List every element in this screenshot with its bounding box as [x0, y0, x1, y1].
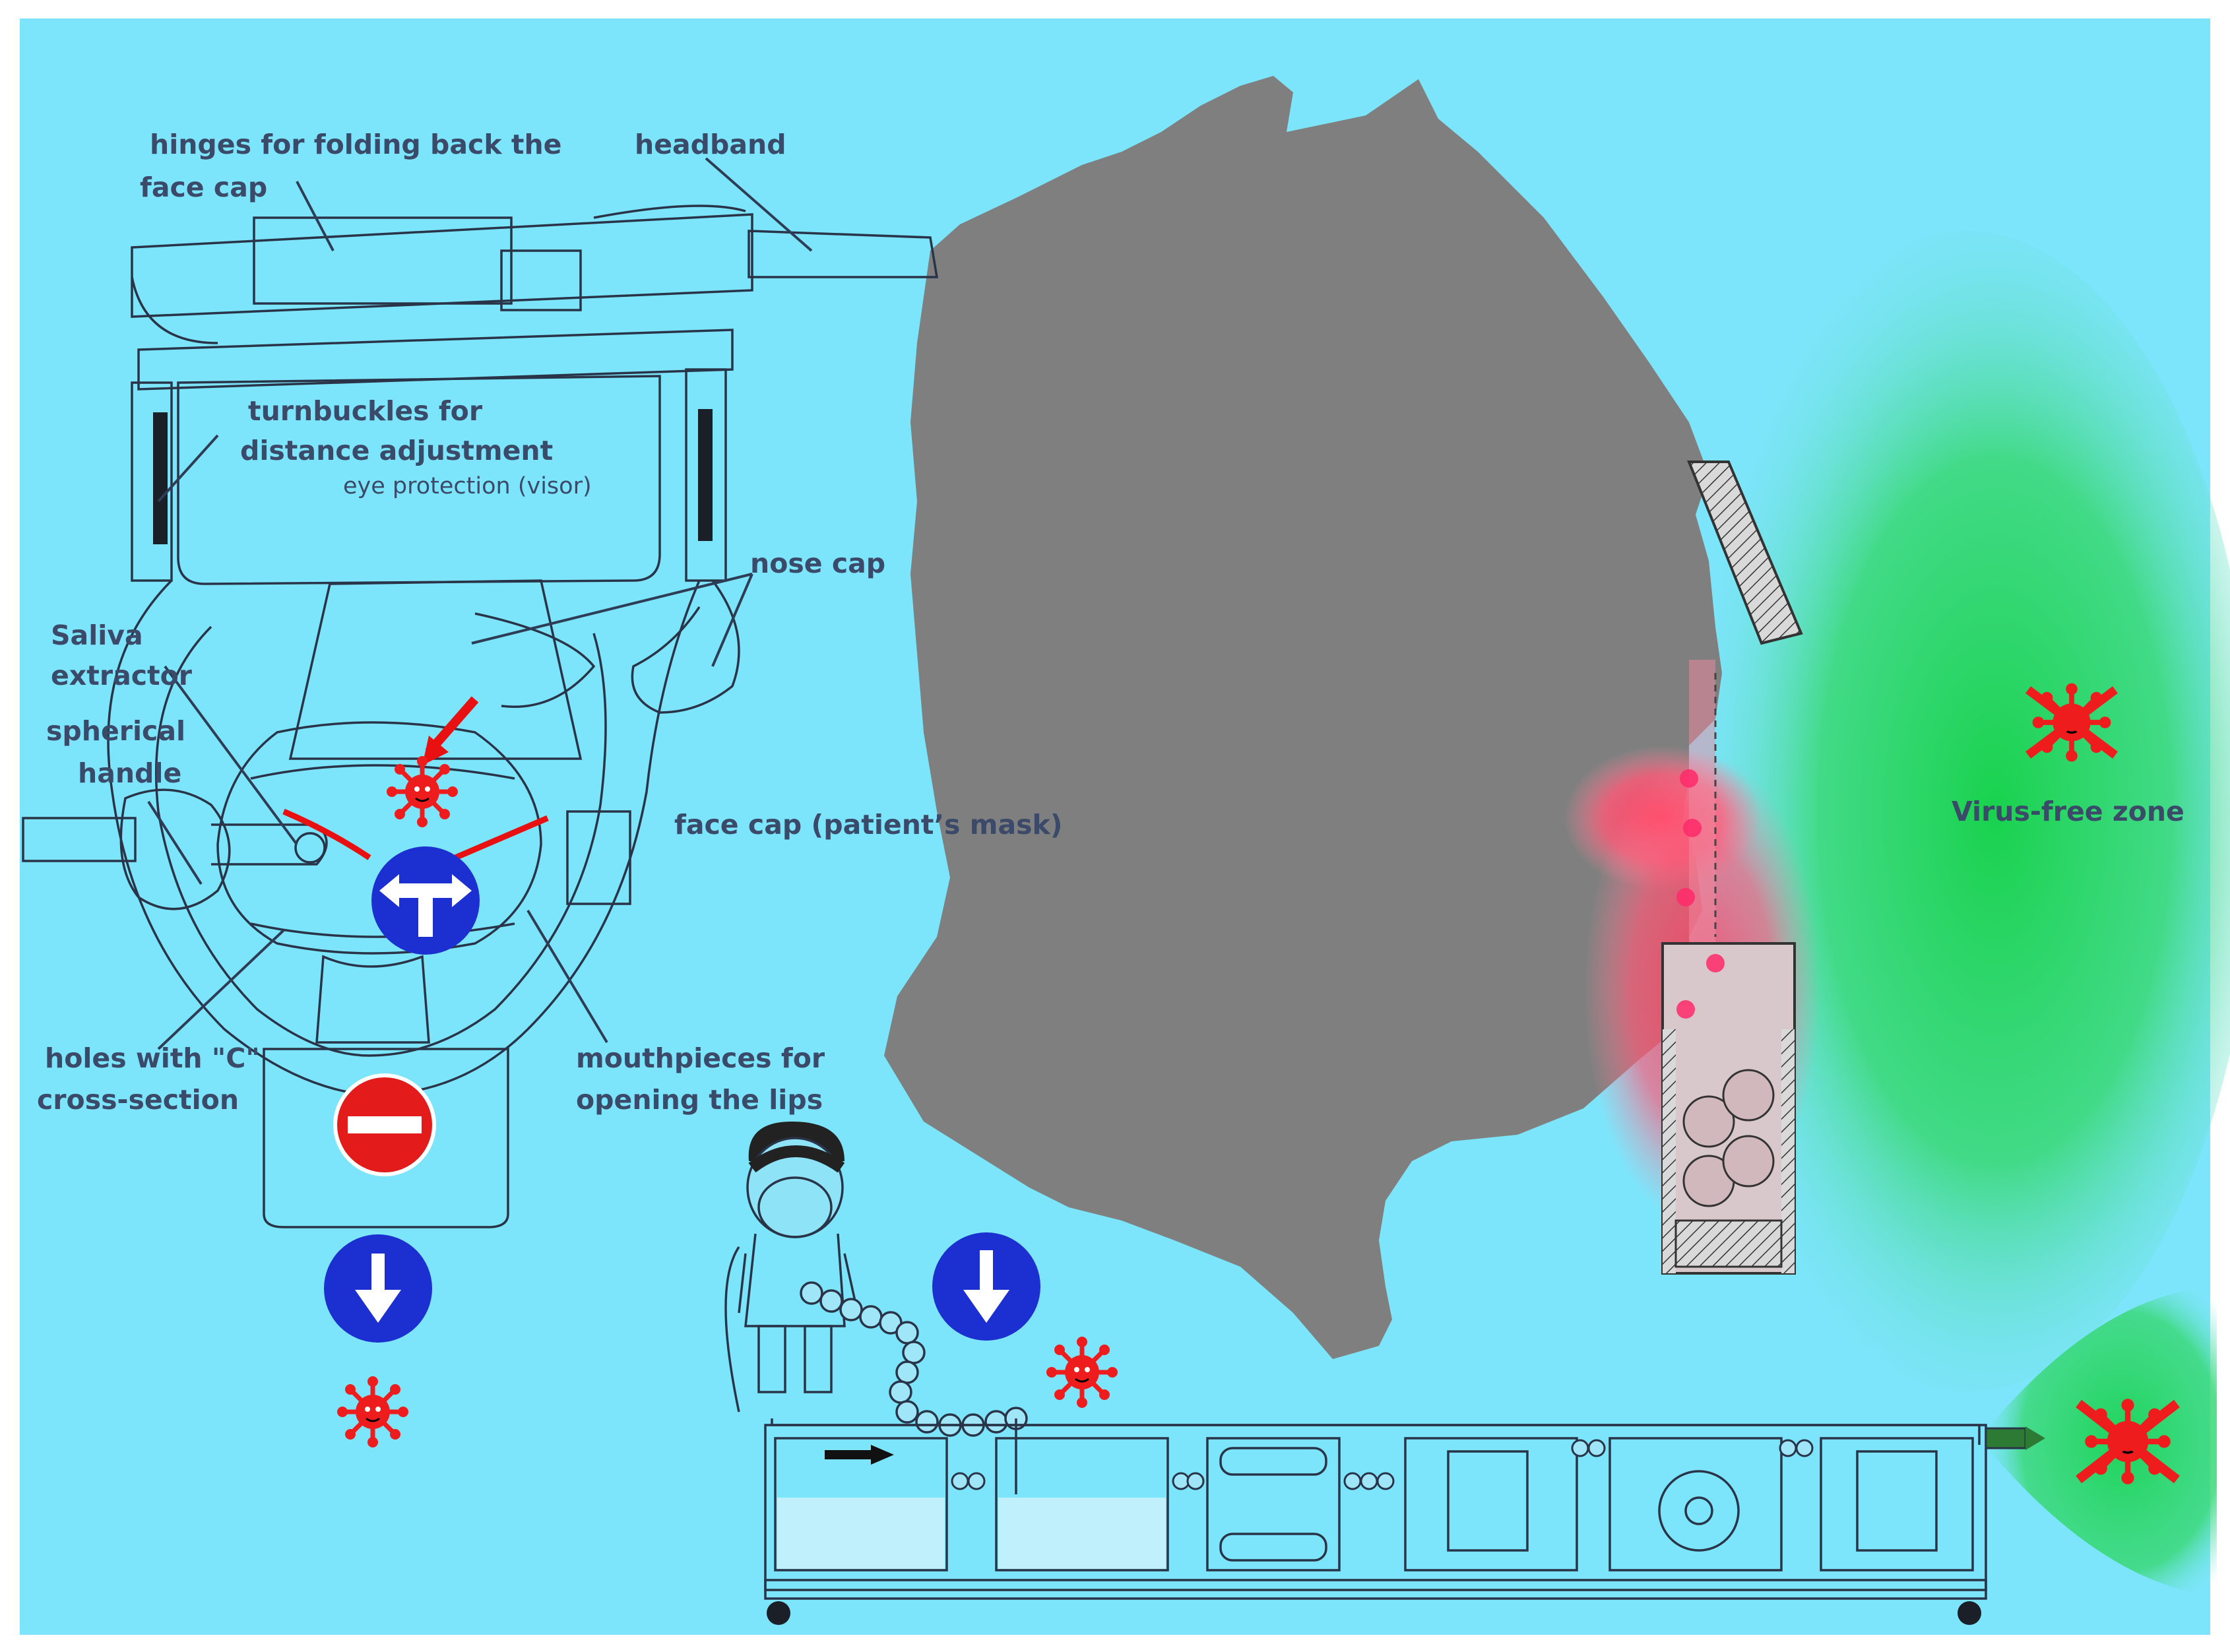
- label-turnbuckles-1: turnbuckles for: [248, 395, 483, 427]
- hinge-block: [253, 216, 513, 305]
- lower-neck: [315, 955, 430, 1044]
- label-mouthpieces-2: opening the lips: [576, 1084, 823, 1116]
- crossed-virus-icon: [2025, 683, 2118, 762]
- virus-icon-escaped: [337, 1376, 408, 1447]
- mask-drawing: [22, 205, 939, 1228]
- outlet-box: [263, 1048, 509, 1228]
- label-nose-cap: nose cap: [750, 548, 885, 579]
- face-visor-section: [1687, 461, 1803, 645]
- frame-bar: [137, 329, 734, 391]
- nose-wing: [631, 579, 740, 714]
- flow-arrow-icon: [871, 1445, 894, 1465]
- spherical-handle-shape: [119, 788, 231, 910]
- label-spherical-1: spherical: [46, 715, 185, 747]
- virus-icon-mask: [387, 756, 458, 827]
- label-mouthpieces-1: mouthpieces for: [576, 1042, 825, 1074]
- label-hinges-2: face cap: [140, 172, 267, 203]
- frame-left-post: [131, 381, 173, 582]
- virus-free-zone-large: [1676, 231, 2230, 1392]
- turnbuckle-left: [153, 412, 168, 544]
- label-hinges-1: hinges for folding back the: [150, 129, 562, 160]
- flow-curve-left: [282, 808, 371, 860]
- hinge-bar: [131, 213, 753, 318]
- label-face-cap: face cap (patient’s mask): [674, 809, 1063, 841]
- crossed-virus-icon-outlet: [2076, 1399, 2180, 1484]
- patient-figure: [724, 1122, 859, 1413]
- face-cap-mid: [154, 625, 607, 1057]
- split-arrow-sign-icon: [371, 846, 480, 955]
- hinge-top: [593, 205, 746, 219]
- down-arrow-sign-icon-2: [932, 1232, 1040, 1341]
- label-headband: headband: [635, 129, 786, 160]
- droplet-virus-group: [1676, 769, 1725, 1019]
- hinge-block-2: [500, 249, 582, 311]
- label-virus-free-zone: Virus-free zone: [1952, 796, 2184, 827]
- nose-cap-outline: [288, 579, 583, 760]
- side-pad: [566, 810, 631, 905]
- visor-outline: [177, 375, 661, 585]
- label-turnbuckles-2: distance adjustment: [240, 435, 553, 466]
- virus-icon-tube: [1046, 1337, 1118, 1408]
- no-entry-sign-icon: [333, 1073, 436, 1176]
- label-saliva-2: extractor: [51, 660, 193, 691]
- turnbuckle-right: [698, 409, 713, 541]
- mouth-bowl: [216, 721, 542, 955]
- upper-lip-mouthpiece: [250, 764, 515, 780]
- label-holes-2: cross-section: [37, 1084, 239, 1116]
- flow-curve-right: [454, 815, 549, 861]
- label-holes-1: holes with "C": [45, 1042, 260, 1074]
- down-arrow-sign-icon: [324, 1234, 432, 1343]
- extractor-section: [1661, 660, 1796, 1275]
- label-saliva-1: Saliva: [51, 620, 143, 651]
- extractor-tube: [22, 817, 137, 862]
- nose-cap-detail: [474, 612, 596, 708]
- leader-lines: [147, 157, 813, 1050]
- label-eye-protection: eye protection (visor): [343, 473, 592, 499]
- hinge-curl: [131, 276, 218, 344]
- label-spherical-2: handle: [78, 757, 181, 789]
- frame-right-post: [685, 368, 727, 582]
- head-silhouette: [884, 76, 1722, 1359]
- saliva-inlet: [294, 832, 326, 864]
- headband-strap: [748, 230, 939, 278]
- filter-cart: [764, 1418, 2045, 1625]
- coiled-hose: [800, 1281, 1028, 1437]
